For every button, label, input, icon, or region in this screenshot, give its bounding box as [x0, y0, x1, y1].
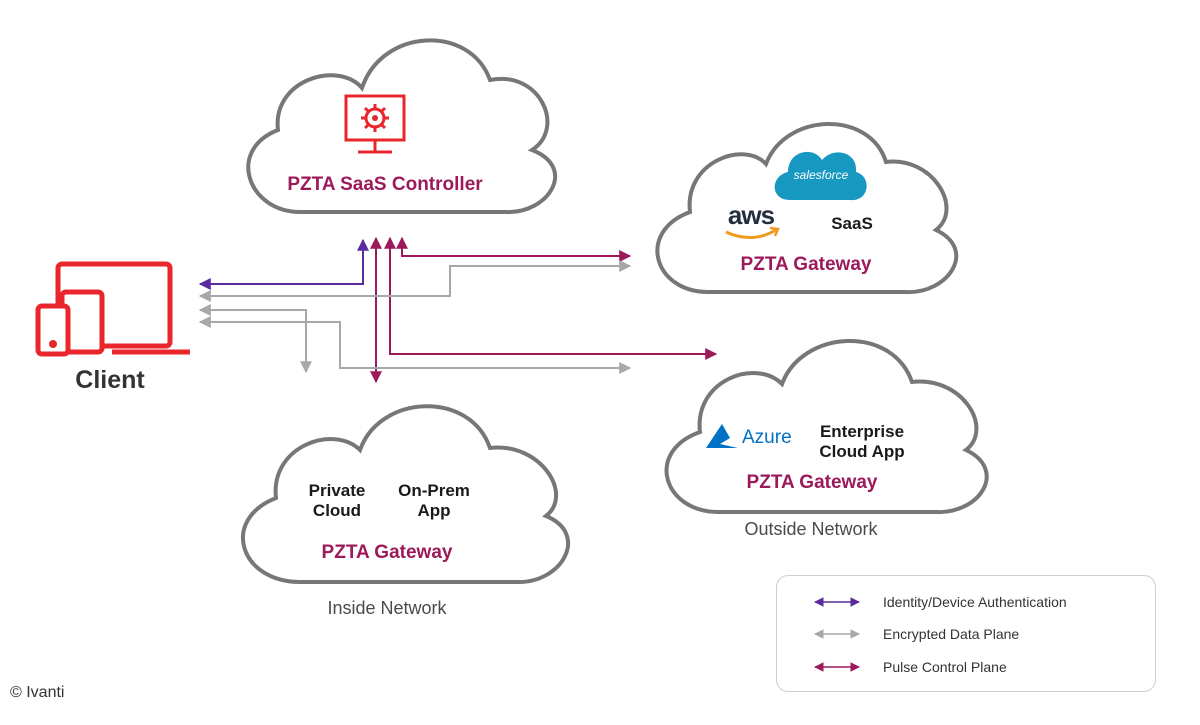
legend-item: Identity/Device Authentication: [811, 592, 1067, 612]
identity-legend-arrow-icon: [814, 597, 860, 607]
enterprise-cloud-app-label: Enterprise Cloud App: [819, 422, 905, 461]
data-plane-legend-arrow-icon: [814, 629, 860, 639]
control-plane-legend-arrow-icon: [814, 662, 860, 672]
control-plane-arrow-saas: [396, 236, 632, 262]
monitor-gear-icon: [344, 94, 406, 154]
controller-cloud: [246, 38, 557, 215]
controller-label: PZTA SaaS Controller: [287, 174, 483, 195]
saas-cloud: [655, 122, 959, 295]
legend-label: Identity/Device Authentication: [883, 594, 1067, 610]
copyright-label: © Ivanti: [10, 684, 65, 701]
identity-auth-arrow: [198, 238, 369, 290]
outside-gateway-label: PZTA Gateway: [746, 472, 878, 493]
inside-gateway-label: PZTA Gateway: [321, 542, 453, 563]
aws-smile-icon: [725, 228, 777, 239]
salesforce-logo-shape: [774, 151, 867, 201]
saas-gateway-label: PZTA Gateway: [740, 254, 872, 275]
private-cloud-label: Private Cloud: [308, 481, 366, 520]
outside-cloud: [664, 338, 989, 515]
legend-label: Encrypted Data Plane: [883, 626, 1020, 642]
legend-item: Encrypted Data Plane: [811, 624, 1019, 644]
data-plane-arrow-saas: [198, 260, 632, 302]
client-devices-icon: [35, 261, 190, 357]
legend: Identity/Device Authentication Encrypted…: [776, 575, 1156, 692]
saas-label: SaaS: [831, 214, 873, 233]
data-plane-arrow-inside: [198, 304, 312, 374]
client-label: Client: [75, 366, 145, 394]
inside-network-label: Inside Network: [327, 598, 447, 618]
salesforce-logo: salesforce: [793, 168, 849, 182]
azure-icon: [706, 424, 738, 448]
inside-cloud: [241, 404, 570, 585]
on-prem-app-label: On-Prem App: [398, 481, 470, 520]
legend-item: Pulse Control Plane: [811, 657, 1007, 677]
data-plane-arrow-outside: [198, 316, 632, 374]
aws-logo: aws: [727, 200, 775, 230]
legend-label: Pulse Control Plane: [883, 659, 1007, 675]
azure-logo: Azure: [742, 427, 792, 448]
outside-network-label: Outside Network: [744, 519, 878, 539]
